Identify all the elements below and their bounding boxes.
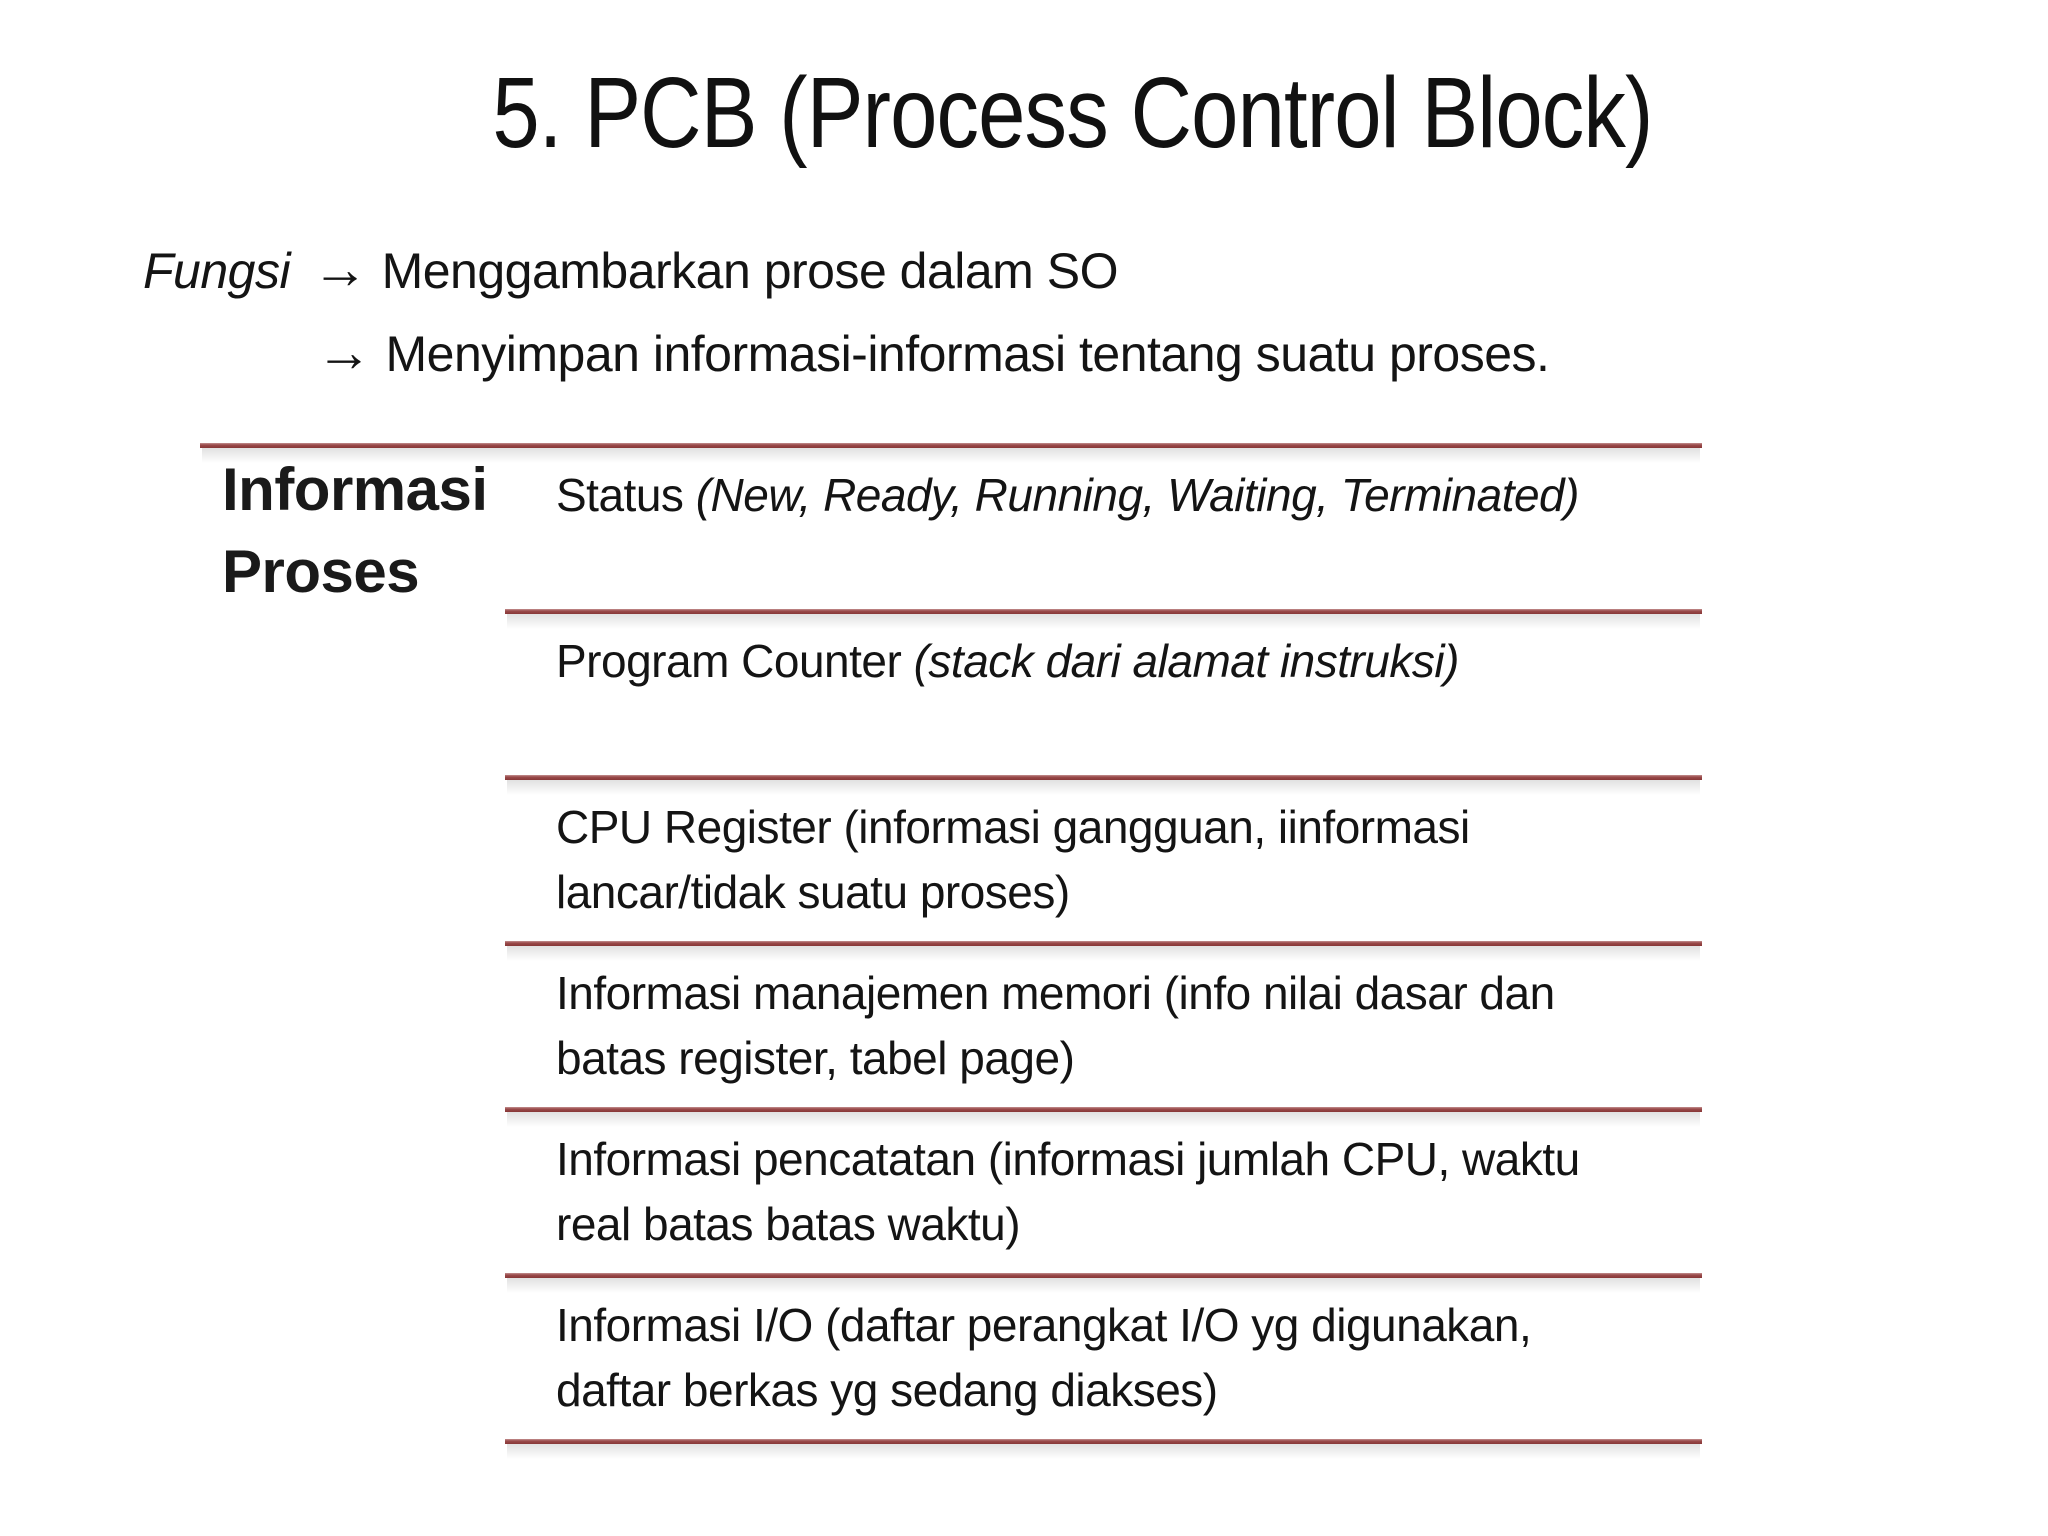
table-cell-program-counter: Program Counter (stack dari alamat instr… (556, 629, 1702, 694)
right-arrow-icon: → (312, 237, 368, 300)
right-arrow-icon: → (316, 320, 372, 383)
cell-text: Program Counter (556, 635, 902, 687)
table-header-line2: Proses (222, 538, 420, 605)
cell-text-line2: batas register, tabel page) (556, 1032, 1075, 1084)
cell-text-italic: (stack dari alamat instruksi) (913, 635, 1460, 687)
cell-text-line2: real batas batas waktu) (556, 1198, 1021, 1250)
cell-text-line1: CPU Register (informasi gangguan, iinfor… (556, 801, 1470, 853)
table-row: Program Counter (stack dari alamat instr… (505, 614, 1702, 795)
table-rows: Status (New, Ready, Running, Waiting, Te… (505, 448, 1702, 1459)
intro-text-1: Menggambarkan prose dalam SO (381, 243, 1119, 299)
table-cell-memory-management: Informasi manajemen memori (info nilai d… (556, 961, 1702, 1091)
cell-text-line1: Informasi manajemen memori (info nilai d… (556, 967, 1555, 1019)
table-header-cell: Informasi Proses (222, 449, 488, 613)
table-cell-accounting-info: Informasi pencatatan (informasi jumlah C… (556, 1127, 1702, 1257)
cell-text-line1: Informasi I/O (daftar perangkat I/O yg d… (556, 1299, 1532, 1351)
intro-label: Fungsi (143, 243, 291, 299)
process-info-table: Informasi Proses Status (New, Ready, Run… (200, 443, 1702, 1463)
table-cell-cpu-register: CPU Register (informasi gangguan, iinfor… (556, 795, 1702, 925)
table-cell-io-info: Informasi I/O (daftar perangkat I/O yg d… (556, 1293, 1702, 1423)
intro-line-1: Fungsi → Menggambarkan prose dalam SO (143, 236, 1118, 301)
page-title: 5. PCB (Process Control Block) (0, 56, 2048, 171)
cell-text-line2: lancar/tidak suatu proses) (556, 866, 1070, 918)
page-title-text: 5. PCB (Process Control Block) (491, 57, 1653, 169)
cell-text-line2: daftar berkas yg sedang diakses) (556, 1364, 1218, 1416)
cell-text: Status (556, 469, 684, 521)
cell-text-line1: Informasi pencatatan (informasi jumlah C… (556, 1133, 1580, 1185)
table-row: Informasi pencatatan (informasi jumlah C… (505, 1112, 1702, 1293)
intro-text-2: Menyimpan informasi-informasi tentang su… (385, 326, 1550, 382)
table-row: Status (New, Ready, Running, Waiting, Te… (505, 448, 1702, 629)
table-cell-status: Status (New, Ready, Running, Waiting, Te… (556, 463, 1702, 528)
table-row: Informasi I/O (daftar perangkat I/O yg d… (505, 1278, 1702, 1459)
table-row: CPU Register (informasi gangguan, iinfor… (505, 780, 1702, 961)
table-header-line1: Informasi (222, 456, 488, 523)
table-row: Informasi manajemen memori (info nilai d… (505, 946, 1702, 1127)
row-separator (505, 1439, 1702, 1459)
intro-line-2: → Menyimpan informasi-informasi tentang … (316, 319, 1550, 384)
cell-text-italic: (New, Ready, Running, Waiting, Terminate… (695, 469, 1580, 521)
